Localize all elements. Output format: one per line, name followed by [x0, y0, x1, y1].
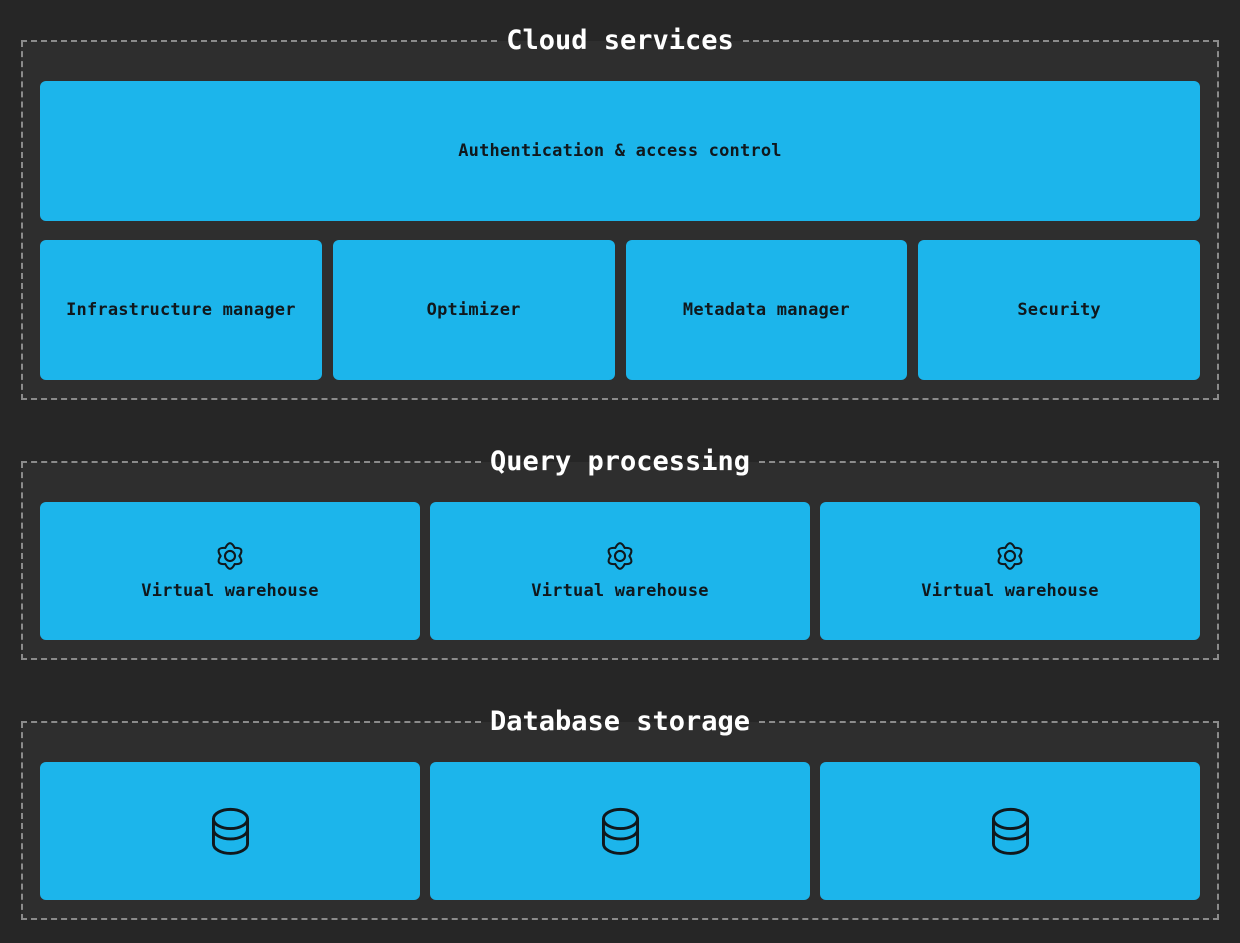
node-database [40, 762, 420, 900]
gear-icon [606, 541, 634, 570]
node-label: Virtual warehouse [141, 580, 319, 601]
node-security: Security [918, 240, 1200, 380]
database-storage-row [40, 762, 1200, 900]
node-authentication-access-control: Authentication & access control [40, 81, 1200, 221]
database-icon [987, 806, 1034, 857]
node-label: Virtual warehouse [531, 580, 709, 601]
node-infrastructure-manager: Infrastructure manager [40, 240, 322, 380]
node-optimizer: Optimizer [332, 240, 615, 380]
node-label: Virtual warehouse [921, 580, 1099, 601]
section-cloud-services: Cloud services Authentication & access c… [21, 25, 1220, 400]
database-icon [597, 806, 644, 857]
database-icon [207, 806, 254, 857]
node-virtual-warehouse: Virtual warehouse [820, 502, 1200, 640]
node-database [430, 762, 810, 900]
node-metadata-manager: Metadata manager [625, 240, 908, 380]
section-query-processing: Query processing Virtual warehouse [21, 446, 1219, 660]
gear-icon [996, 541, 1024, 570]
node-virtual-warehouse: Virtual warehouse [40, 502, 420, 640]
query-processing-row: Virtual warehouse Virtual warehouse [40, 502, 1200, 640]
section-database-storage-body [23, 722, 1217, 918]
node-label: Optimizer [426, 300, 521, 320]
section-database-storage: Database storage [21, 706, 1219, 920]
node-label: Infrastructure manager [66, 300, 296, 320]
node-label: Metadata manager [682, 300, 850, 320]
node-database [820, 762, 1200, 900]
node-label: Security [1017, 300, 1101, 320]
cloud-services-row: Infrastructure manager Optimizer Metadat… [40, 240, 1200, 380]
node-label: Authentication & access control [458, 141, 782, 161]
section-query-processing-body: Virtual warehouse Virtual warehouse [23, 462, 1217, 658]
gear-icon [216, 541, 244, 570]
node-virtual-warehouse: Virtual warehouse [430, 502, 810, 640]
section-cloud-services-body: Authentication & access control Infrastr… [23, 41, 1217, 398]
